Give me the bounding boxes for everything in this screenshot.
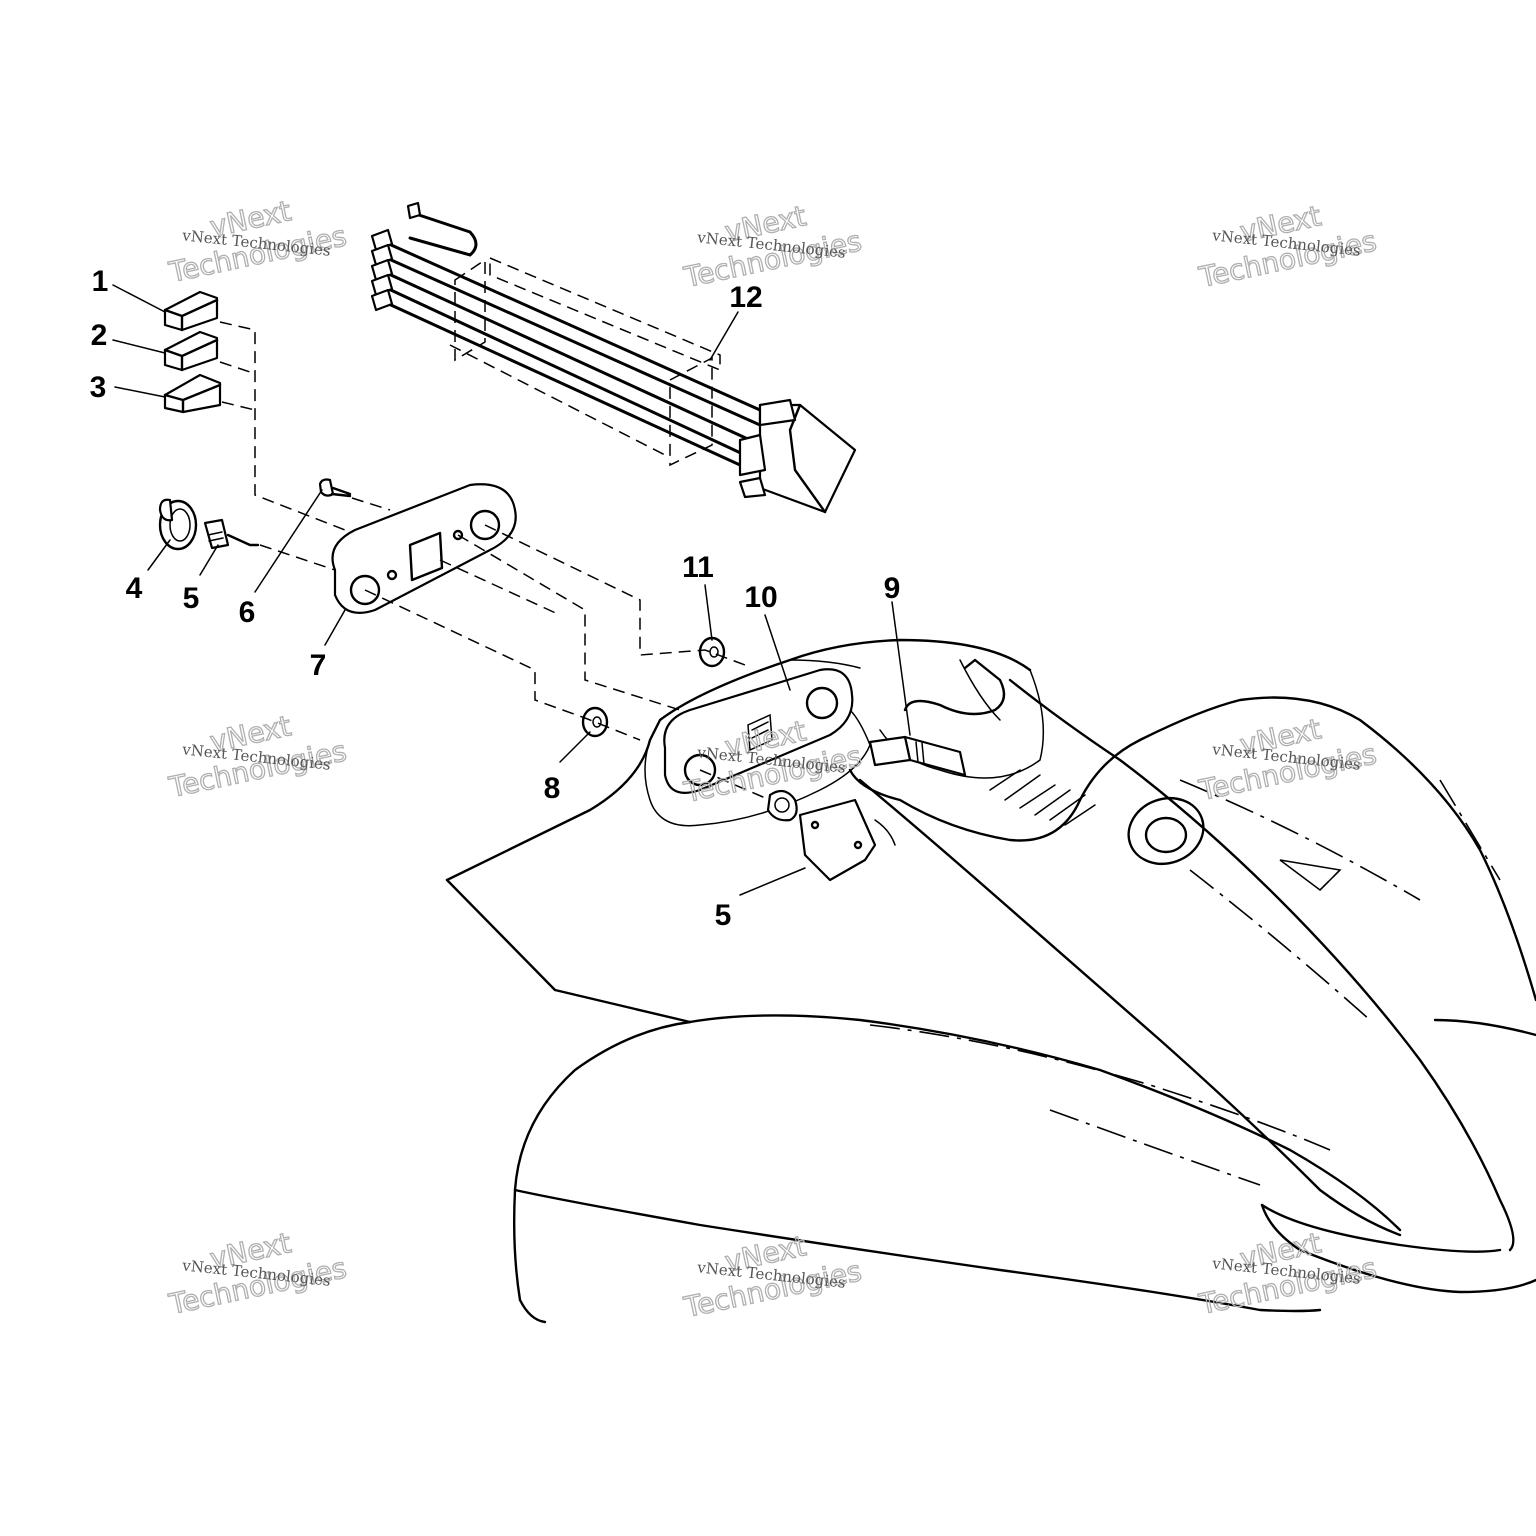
callout-10: 10 xyxy=(744,581,777,614)
watermarks: vNext Technologies vNext Technologies vN… xyxy=(165,194,1380,1325)
callout-6: 6 xyxy=(239,596,256,629)
panel-mount-plate xyxy=(663,668,854,794)
callout-5-switch: 5 xyxy=(715,899,732,932)
callout-12: 12 xyxy=(729,281,762,314)
callout-5-key: 5 xyxy=(183,582,200,615)
callout-7: 7 xyxy=(310,649,327,682)
mounting-plate xyxy=(331,483,517,614)
switch-connector xyxy=(868,735,967,777)
wiring-harness xyxy=(370,201,857,514)
callout-3: 3 xyxy=(90,371,107,404)
key-and-ring xyxy=(158,498,260,551)
callout-9: 9 xyxy=(884,572,901,605)
callout-1: 1 xyxy=(92,265,109,298)
callout-4: 4 xyxy=(126,572,143,605)
callout-labels: 1 2 3 4 5 6 7 8 9 10 11 12 5 xyxy=(90,265,901,932)
ignition-switch xyxy=(766,789,896,882)
switch-caps xyxy=(163,290,222,414)
callout-8: 8 xyxy=(544,772,561,805)
leader-lines xyxy=(112,284,911,896)
screw xyxy=(318,478,352,498)
callout-2: 2 xyxy=(91,319,108,352)
callout-11: 11 xyxy=(682,551,714,584)
